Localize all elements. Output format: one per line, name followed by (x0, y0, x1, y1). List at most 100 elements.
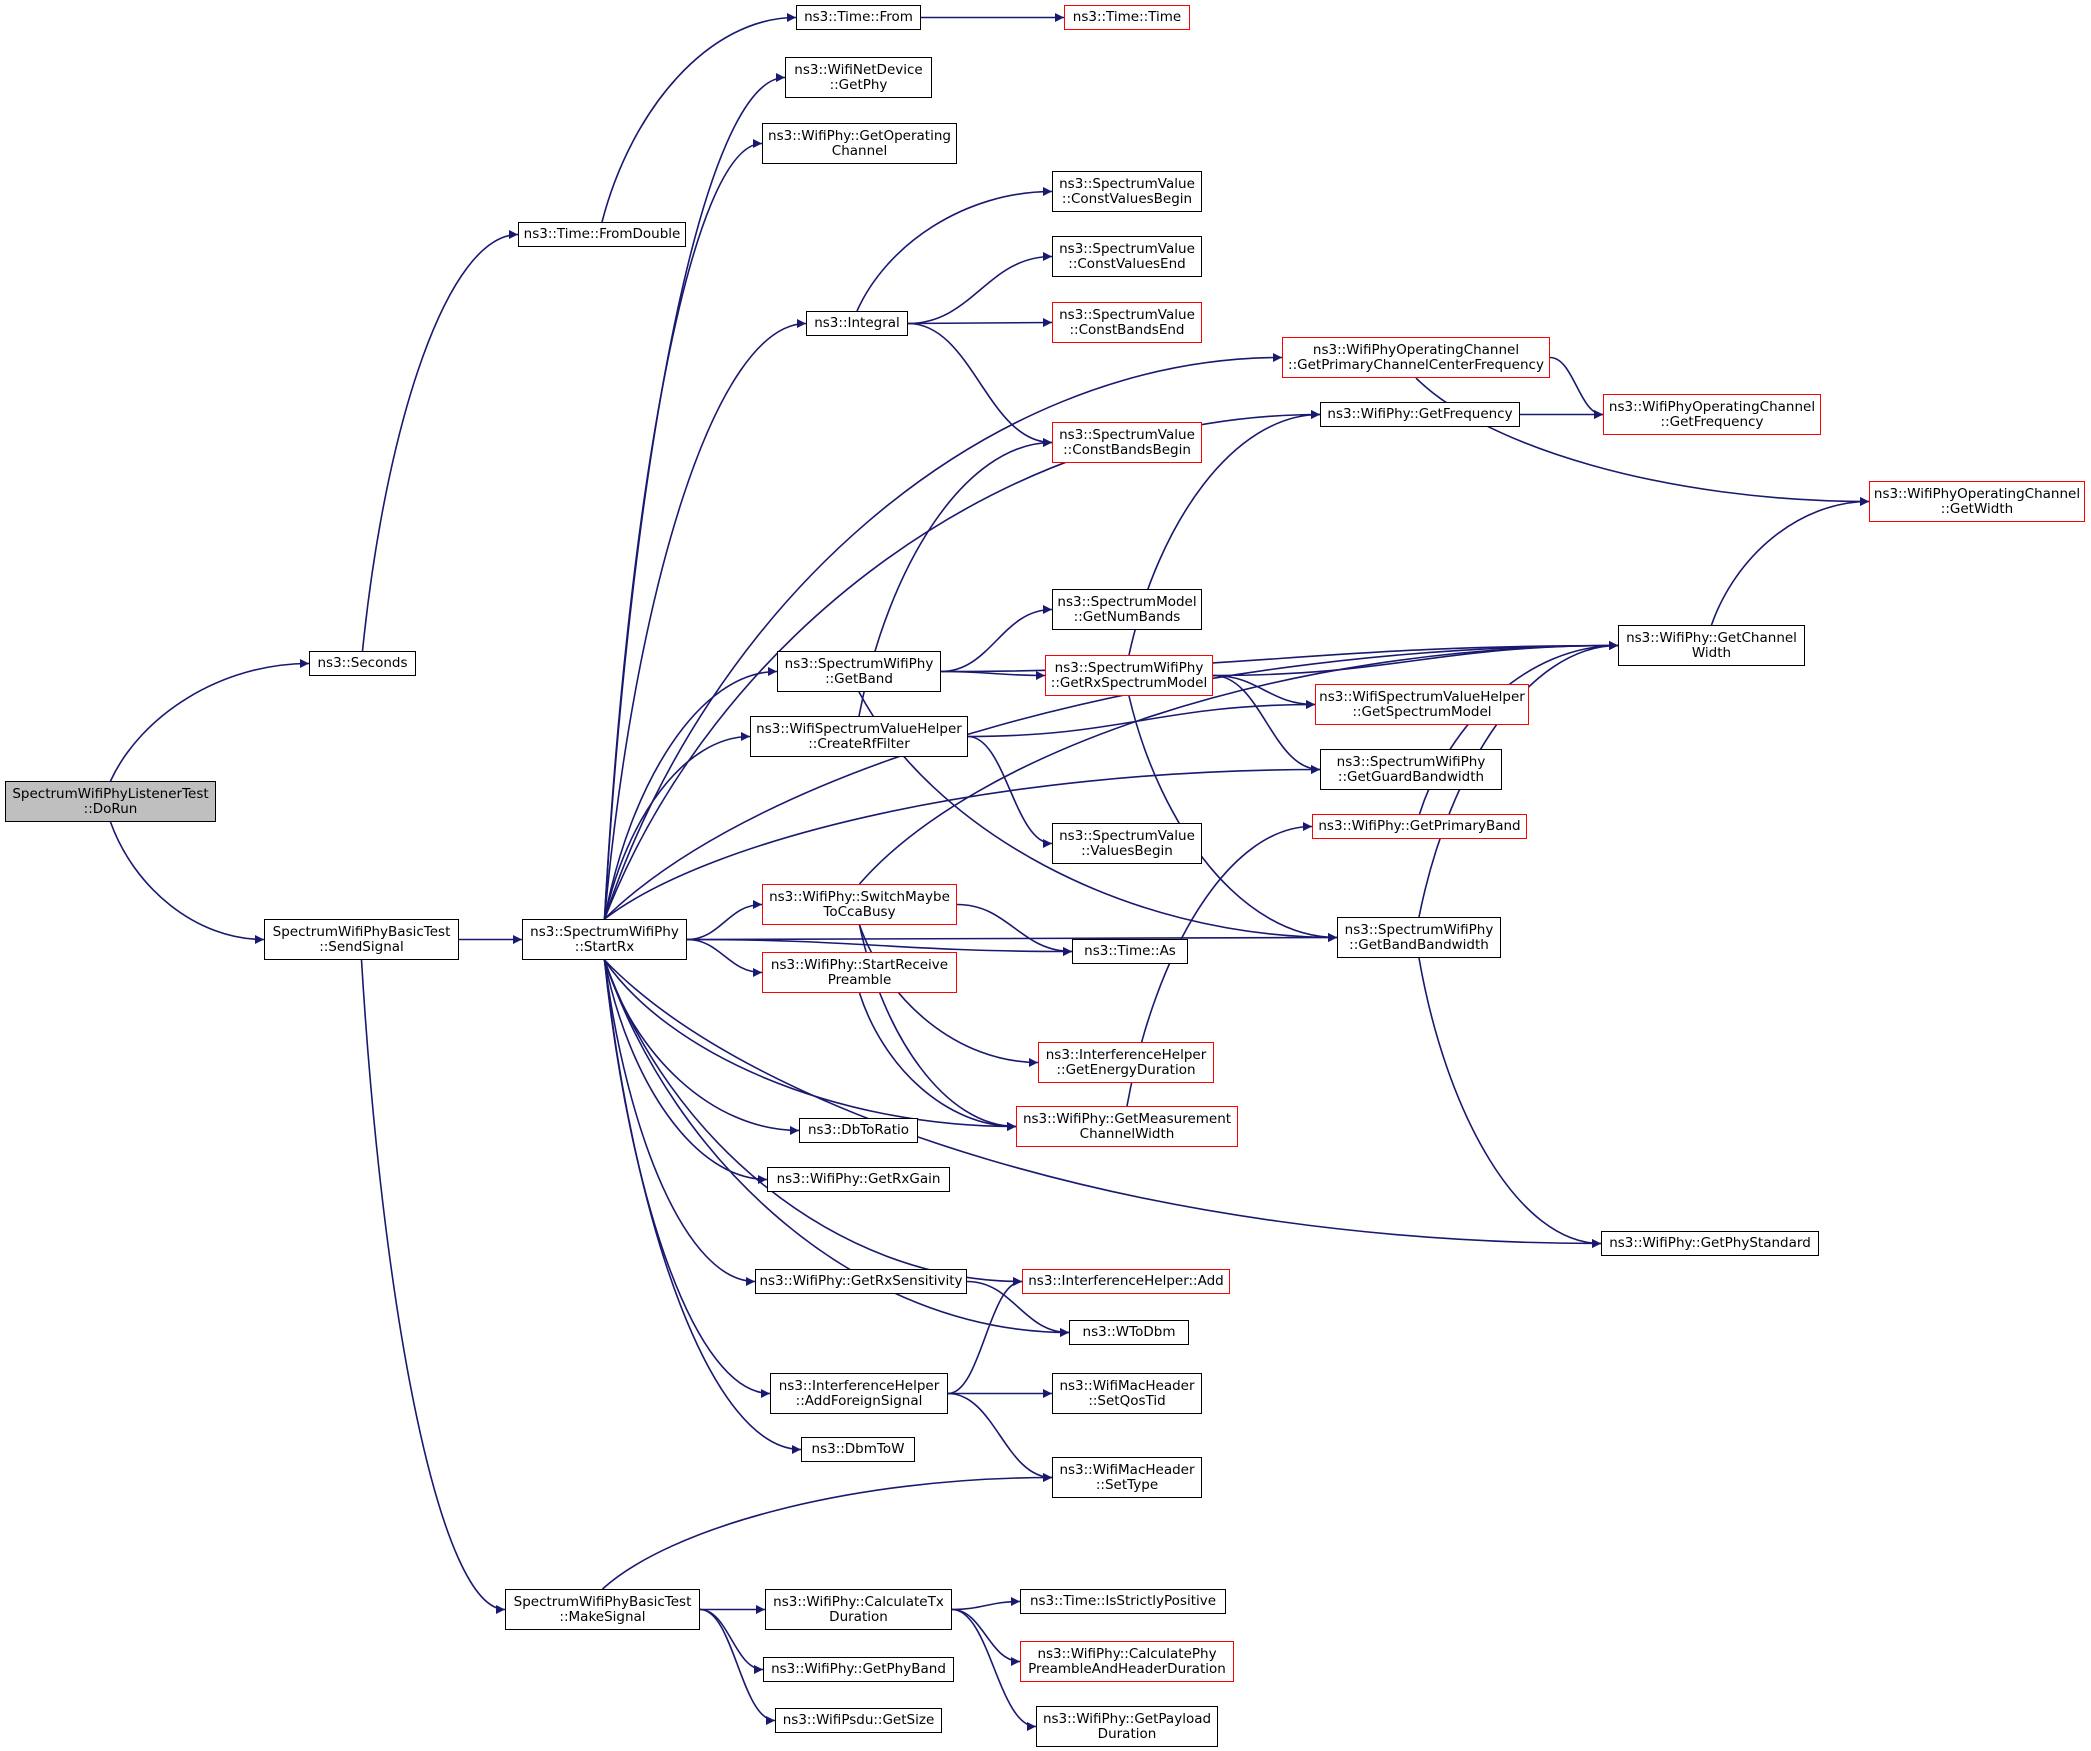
node-label: ns3::WifiPhy::GetChannel (1626, 629, 1797, 646)
node-label: ns3::SpectrumValue (1059, 426, 1195, 443)
node-timeas[interactable]: ns3::Time::As (1072, 939, 1188, 964)
node-label: ns3::WifiPhy::CalculateTx (773, 1593, 944, 1610)
edge-startrx-to-dbmtow (603, 959, 802, 1454)
node-dbtoratio[interactable]: ns3::DbToRatio (799, 1118, 918, 1143)
edge-startrx-to-getrxsensitivity (603, 959, 756, 1286)
node-getrxsensitivity[interactable]: ns3::WifiPhy::GetRxSensitivity (755, 1269, 967, 1294)
node-getfrequency[interactable]: ns3::WifiPhy::GetFrequency (1320, 402, 1520, 427)
node-interfadd[interactable]: ns3::InterferenceHelper::Add (1022, 1269, 1230, 1294)
node-psdugetsize[interactable]: ns3::WifiPsdu::GetSize (775, 1708, 942, 1733)
node-setqostid[interactable]: ns3::WifiMacHeader::SetQosTid (1052, 1373, 1202, 1414)
node-label: ::GetPhy (829, 76, 888, 93)
node-label: ns3::WifiPhy::GetRxGain (776, 1171, 941, 1187)
edge-startrx-to-wtodbm (603, 959, 1070, 1337)
edge-startrx-to-getmeaschanwidth (603, 959, 1017, 1131)
node-getguardbw[interactable]: ns3::SpectrumWifiPhy::GetGuardBandwidth (1320, 749, 1502, 790)
edge-startrx-to-getchannelwidth (603, 641, 1619, 920)
node-integral[interactable]: ns3::Integral (806, 311, 908, 336)
edge-switchcca-to-getchannelwidth (858, 641, 1619, 885)
node-sendsignal[interactable]: SpectrumWifiPhyBasicTest::SendSignal (264, 919, 459, 960)
node-opchangetfreq[interactable]: ns3::WifiPhyOperatingChannel::GetFrequen… (1603, 394, 1821, 435)
node-label: ::SendSignal (319, 938, 404, 955)
node-opchangetwidth[interactable]: ns3::WifiPhyOperatingChannel::GetWidth (1869, 481, 2085, 522)
node-valuesbegin[interactable]: ns3::SpectrumValue::ValuesBegin (1052, 823, 1202, 864)
node-label: ::GetBand (825, 670, 893, 687)
edge-startrx-to-getbandbw (686, 933, 1338, 943)
edge-dorun-to-seconds (109, 659, 310, 782)
node-getspectrummodel[interactable]: ns3::WifiSpectrumValueHelper::GetSpectru… (1315, 684, 1529, 725)
node-label: ns3::SpectrumValue (1059, 306, 1195, 323)
node-getenergyduration[interactable]: ns3::InterferenceHelper::GetEnergyDurati… (1038, 1042, 1214, 1083)
node-primcenterfreq[interactable]: ns3::WifiPhyOperatingChannel::GetPrimary… (1282, 337, 1550, 378)
node-constbandsbegin[interactable]: ns3::SpectrumValue::ConstBandsBegin (1052, 422, 1202, 463)
node-label: ToCcaBusy (823, 903, 896, 920)
edge-fromdouble-to-timefrom (601, 13, 797, 223)
node-addforeignsignal[interactable]: ns3::InterferenceHelper::AddForeignSigna… (770, 1373, 948, 1414)
edge-createrffilter-to-valuesbegin (967, 735, 1053, 848)
edge-dorun-to-sendsignal (109, 821, 265, 944)
node-constvaluesend[interactable]: ns3::SpectrumValue::ConstValuesEnd (1052, 236, 1202, 277)
node-settype[interactable]: ns3::WifiMacHeader::SetType (1052, 1457, 1202, 1498)
node-getrxspectrummodel[interactable]: ns3::SpectrumWifiPhy::GetRxSpectrumModel (1045, 655, 1213, 696)
node-label: ::ConstValuesEnd (1068, 255, 1186, 272)
node-label: ::GetEnergyDuration (1056, 1061, 1196, 1078)
node-getbandbw[interactable]: ns3::SpectrumWifiPhy::GetBandBandwidth (1337, 917, 1501, 958)
node-label: ::GetRxSpectrumModel (1050, 674, 1208, 691)
edge-addforeignsignal-to-settype (947, 1392, 1053, 1482)
node-label: ::ConstBandsBegin (1063, 441, 1191, 458)
node-label: ns3::DbmToW (811, 1441, 905, 1457)
node-getrxgain[interactable]: ns3::WifiPhy::GetRxGain (767, 1167, 950, 1192)
node-label: Duration (829, 1608, 888, 1625)
node-createrffilter[interactable]: ns3::WifiSpectrumValueHelper::CreateRfFi… (750, 716, 968, 757)
node-fromdouble[interactable]: ns3::Time::FromDouble (518, 222, 686, 247)
node-timefrom[interactable]: ns3::Time::From (796, 5, 921, 30)
edge-startrx-to-getphystandard (603, 959, 1602, 1248)
edge-calctxduration-to-isstrictlypositive (951, 1597, 1021, 1611)
node-netdevgetphy[interactable]: ns3::WifiNetDevice::GetPhy (785, 57, 932, 98)
node-getphyband[interactable]: ns3::WifiPhy::GetPhyBand (763, 1657, 954, 1682)
node-label: ns3::WifiMacHeader (1059, 1461, 1195, 1478)
node-dbmtow[interactable]: ns3::DbmToW (801, 1437, 915, 1462)
node-timetime[interactable]: ns3::Time::Time (1064, 5, 1190, 30)
edge-seconds-to-fromdouble (361, 230, 519, 652)
node-constbandsend[interactable]: ns3::SpectrumValue::ConstBandsEnd (1052, 302, 1202, 343)
node-label: ns3::WifiNetDevice (794, 61, 923, 78)
edge-integral-to-constbandsend (907, 318, 1053, 328)
node-getprimaryband[interactable]: ns3::WifiPhy::GetPrimaryBand (1312, 814, 1527, 839)
node-getband[interactable]: ns3::SpectrumWifiPhy::GetBand (777, 651, 941, 692)
node-constvaluesbegin[interactable]: ns3::SpectrumValue::ConstValuesBegin (1052, 171, 1202, 212)
node-makesignal[interactable]: SpectrumWifiPhyBasicTest::MakeSignal (505, 1589, 700, 1630)
node-label: ns3::InterferenceHelper (1045, 1046, 1207, 1063)
node-label: ::MakeSignal (559, 1608, 646, 1625)
node-startrx[interactable]: ns3::SpectrumWifiPhy::StartRx (522, 919, 687, 960)
node-label: Width (1691, 644, 1732, 661)
node-label: ns3::Integral (814, 315, 900, 331)
edge-integral-to-constbandsbegin (907, 322, 1053, 447)
node-isstrictlypositive[interactable]: ns3::Time::IsStrictlyPositive (1020, 1589, 1226, 1614)
edge-startrx-to-startrecvpreamble (686, 938, 763, 977)
edge-startrx-to-integral (603, 319, 807, 920)
node-label: ns3::Time::From (804, 9, 913, 25)
edge-getbandbw-to-getphystandard (1418, 957, 1602, 1248)
node-label: ::SetQosTid (1088, 1392, 1166, 1409)
node-label: ::GetPrimaryChannelCenterFrequency (1288, 356, 1544, 373)
node-label: PreambleAndHeaderDuration (1028, 1660, 1226, 1677)
node-getnumbands[interactable]: ns3::SpectrumModel::GetNumBands (1052, 589, 1202, 630)
edge-calctxduration-to-getpayloadduration (951, 1608, 1037, 1731)
node-label: ::GetFrequency (1660, 413, 1764, 430)
node-wtodbm[interactable]: ns3::WToDbm (1069, 1320, 1189, 1345)
node-getphystandard[interactable]: ns3::WifiPhy::GetPhyStandard (1601, 1231, 1819, 1256)
node-label: ::ConstBandsEnd (1069, 321, 1185, 338)
node-label: Duration (1097, 1725, 1157, 1742)
node-label: ns3::WifiSpectrumValueHelper (1319, 688, 1525, 705)
node-seconds[interactable]: ns3::Seconds (309, 651, 416, 676)
